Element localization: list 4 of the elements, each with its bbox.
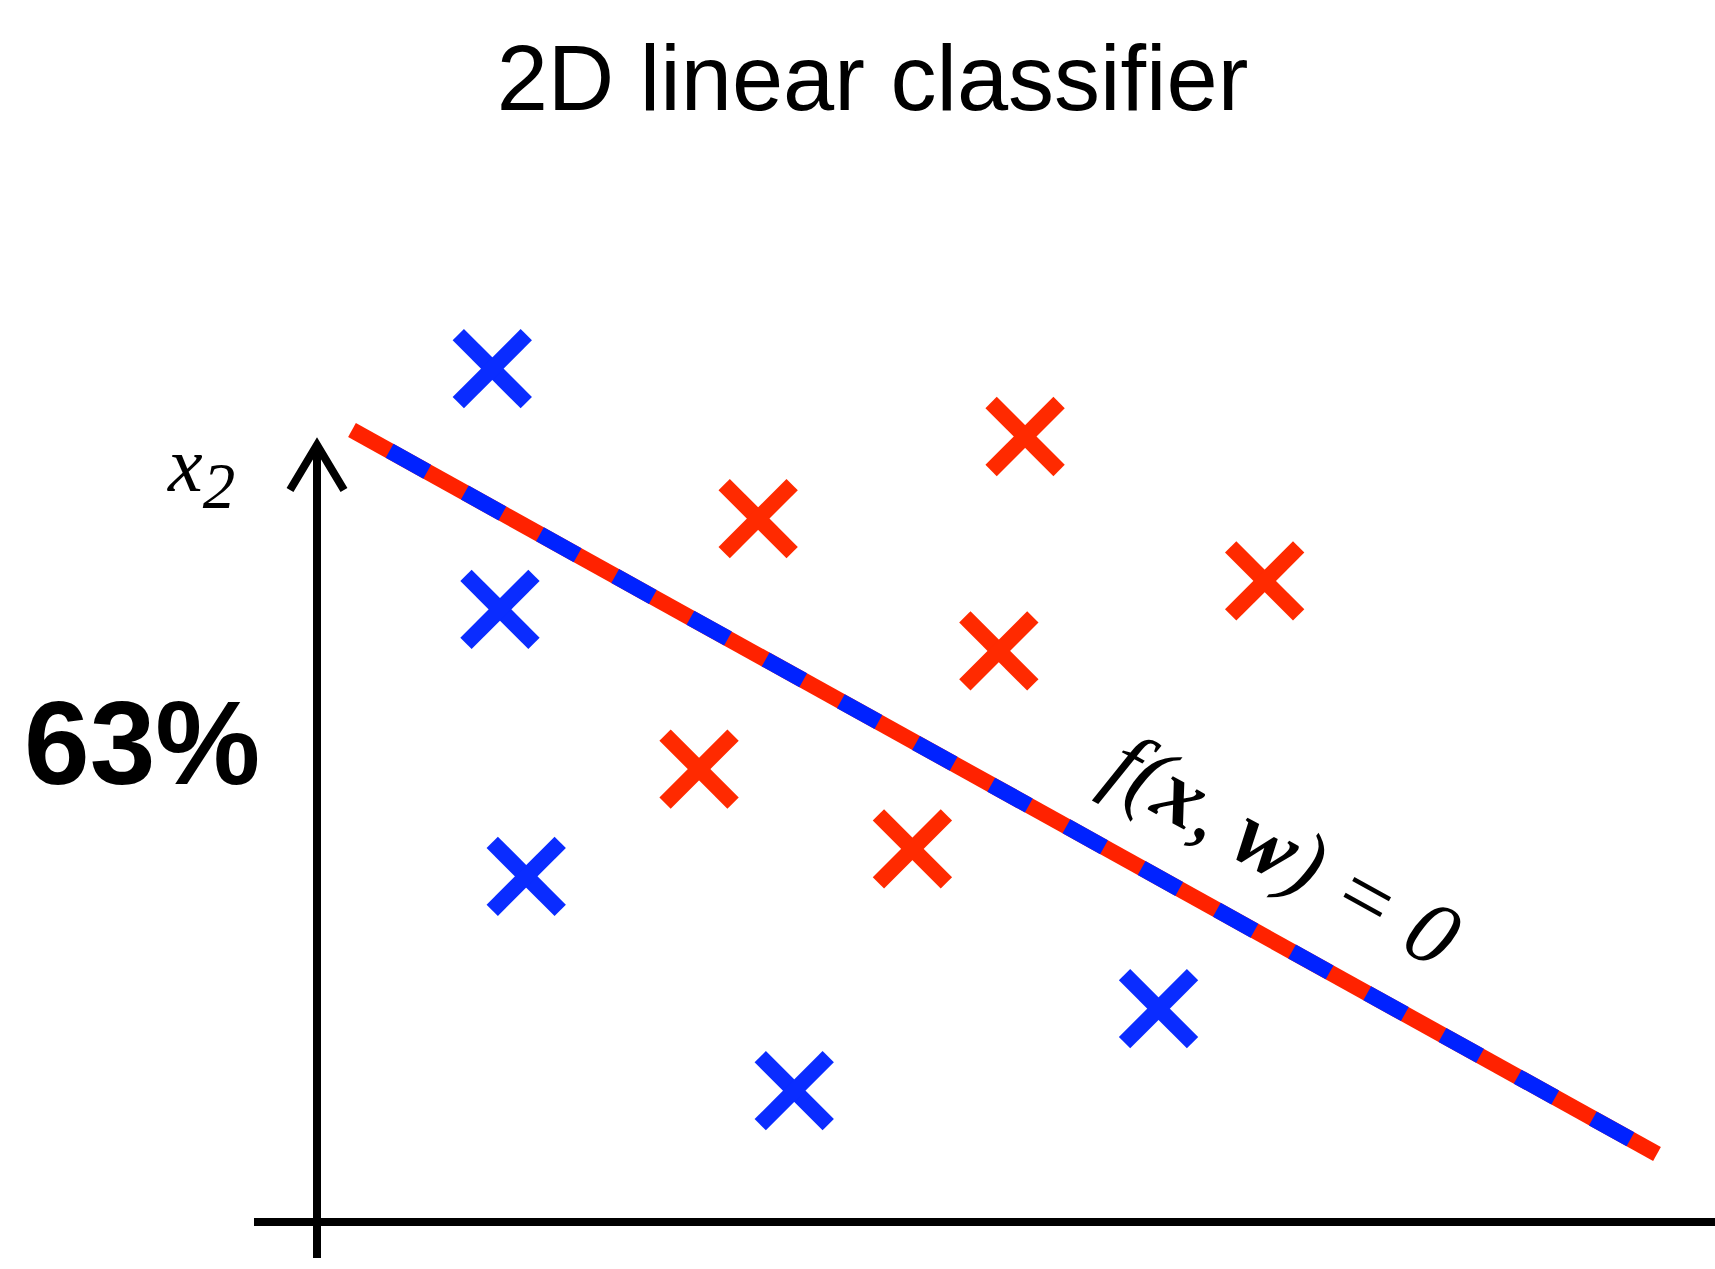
percentage-label: 63% bbox=[24, 676, 261, 811]
axis-label: x$_{2}$ bbox=[168, 420, 236, 524]
equation-label: f(x, w) = 0 bbox=[1090, 712, 1478, 989]
chart-title: 2D linear classifier bbox=[495, 26, 1250, 131]
